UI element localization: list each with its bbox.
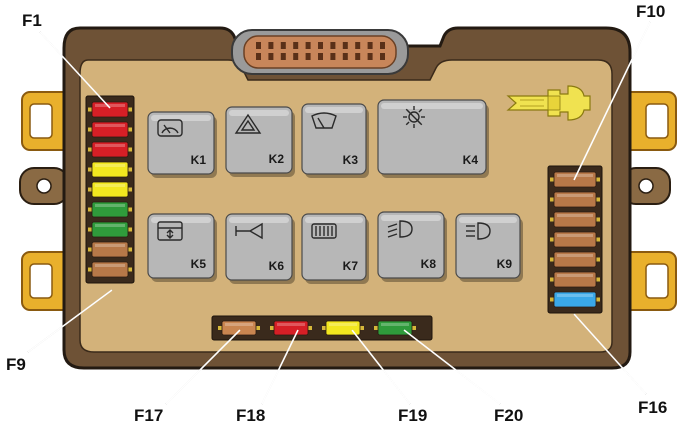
fuse-f5 [88, 181, 132, 198]
connector-pin [280, 42, 286, 49]
connector-pin [256, 42, 261, 49]
relay-label: K4 [463, 153, 479, 167]
connector-pins [256, 42, 385, 60]
fuse-f6 [88, 201, 132, 218]
bottom-fuse-strip [211, 315, 433, 341]
callout-f1: F1 [22, 11, 42, 30]
connector-pin [367, 53, 373, 60]
relay-k6: K6 [225, 213, 295, 284]
window-lift-icon [157, 221, 183, 241]
leader-line [27, 289, 113, 353]
fuse-f11 [550, 191, 600, 208]
fuse-f2 [88, 121, 132, 138]
connector-pin [367, 42, 373, 49]
connector-pin [318, 42, 323, 49]
connector-pin [355, 42, 361, 49]
leader-line [573, 21, 651, 181]
relay-label: K3 [343, 153, 359, 167]
front-wiper-icon [311, 112, 337, 129]
diagnostic-connector [231, 29, 409, 75]
fuse-f18 [270, 320, 312, 336]
connector-pin [342, 53, 348, 60]
fuse-f9 [88, 261, 132, 278]
fuse-f14 [550, 251, 600, 268]
connector-pin [268, 53, 274, 60]
fuse-f8 [88, 241, 132, 258]
fuse-f16 [550, 291, 600, 308]
relay-k5: K5 [147, 213, 217, 282]
mounting-bracket [623, 251, 677, 311]
connector-pin [280, 53, 286, 60]
mounting-lug [19, 167, 69, 205]
mounting-lug [621, 167, 671, 205]
fuse-f4 [88, 161, 132, 178]
connector-pin [305, 42, 311, 49]
fuse-f17 [218, 320, 260, 336]
connector-pin [293, 42, 299, 49]
connector-pin [380, 42, 385, 49]
callout-f18: F18 [236, 406, 265, 425]
relay-k7: K7 [301, 213, 369, 284]
connector-pin [268, 42, 274, 49]
leader-line [573, 313, 647, 395]
relay-k8: K8 [377, 211, 447, 282]
relay-label: K9 [497, 257, 513, 271]
low-beam-icon [387, 220, 413, 238]
connector-pin [330, 53, 336, 60]
connector-pin [342, 42, 348, 49]
callout-leaders [27, 21, 651, 405]
relay-label: K8 [421, 257, 437, 271]
fuse-f13 [550, 231, 600, 248]
relay-label: K6 [269, 259, 285, 273]
relay-label: K1 [191, 153, 207, 167]
fuse-f3 [88, 141, 132, 158]
connector-pin [330, 42, 336, 49]
leader-line [165, 329, 241, 405]
connector-pin [355, 53, 361, 60]
hazard-warning-icon [234, 113, 262, 134]
leader-line [261, 329, 299, 405]
dashboard-light-icon [403, 106, 425, 128]
fuse-f7 [88, 221, 132, 238]
left-fuse-strip [85, 95, 135, 284]
callout-f19: F19 [398, 406, 427, 425]
connector-pin [256, 53, 261, 60]
mounting-bracket [21, 251, 75, 311]
fuse-f20 [374, 320, 416, 336]
callout-f9: F9 [6, 355, 26, 374]
relay-k2: K2 [225, 106, 295, 177]
callout-f20: F20 [494, 406, 523, 425]
fuse-f1 [88, 101, 132, 118]
relay-k3: K3 [301, 103, 369, 178]
connector-pin [305, 53, 311, 60]
leader-line [351, 329, 411, 405]
leader-line [403, 329, 501, 405]
connector-pin [318, 53, 323, 60]
callout-f10: F10 [636, 2, 665, 21]
callout-f16: F16 [638, 398, 667, 417]
fuse-f12 [550, 211, 600, 228]
fuse-puller-tool [506, 85, 591, 121]
high-beam-icon [466, 222, 491, 240]
rear-defroster-icon [311, 223, 337, 239]
fuse-f19 [322, 320, 364, 336]
fuse-f15 [550, 271, 600, 288]
relay-k9: K9 [455, 213, 523, 282]
rear-wiper-washer-icon [157, 119, 183, 137]
leader-line [39, 31, 111, 109]
callout-f17: F17 [134, 406, 163, 425]
mounting-bracket [623, 91, 677, 151]
connector-pin [380, 53, 385, 60]
relay-label: K5 [191, 257, 207, 271]
horn-icon [235, 222, 263, 240]
relay-k1: K1 [147, 111, 217, 178]
connector-pin [293, 53, 299, 60]
right-fuse-strip [547, 165, 603, 314]
relay-label: K7 [343, 259, 359, 273]
relay-label: K2 [269, 152, 285, 166]
relay-k4: K4 [377, 99, 489, 178]
